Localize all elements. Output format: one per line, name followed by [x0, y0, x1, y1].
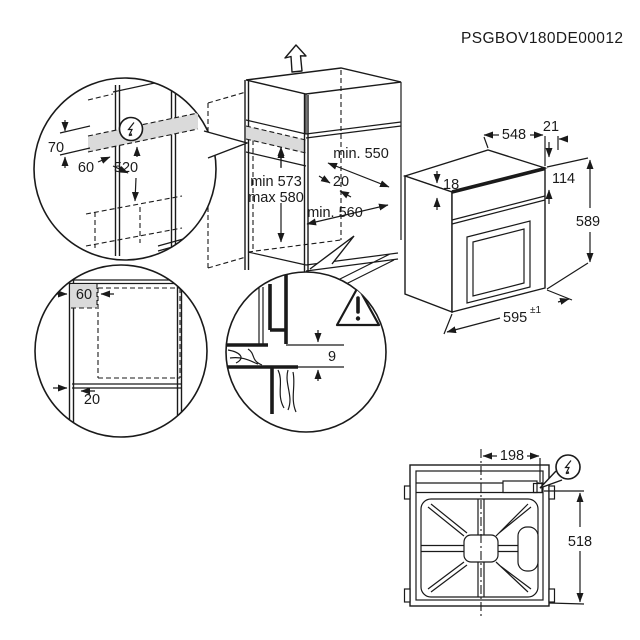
electrical-connection-callout: [539, 454, 581, 489]
dim-548: 548: [502, 127, 526, 143]
dim-9: 9: [328, 349, 336, 365]
dim-zone-bottom: 520: [114, 146, 141, 202]
document-code: PSGBOV180DE00012: [461, 30, 623, 47]
oven-rear-view: 198 518: [403, 448, 592, 618]
dim-18: 18: [443, 177, 459, 193]
dim-20: 20: [333, 174, 349, 190]
dim-oven-height: 589: [546, 157, 600, 290]
wood-panel-section: [270, 365, 298, 414]
dim-zone-height: 70: [48, 120, 91, 168]
dim-520: 520: [114, 160, 138, 176]
dim-niche-height: min 573 max 580: [248, 146, 304, 243]
dim-niche-depth-top: min. 550: [327, 146, 390, 188]
dim-595: 595: [503, 310, 527, 326]
dim-niche-depth-bottom: min. 560: [306, 203, 389, 226]
dim-70: 70: [48, 140, 64, 156]
callout-pointer: [204, 131, 247, 158]
dim-wall-thickness: 20: [318, 174, 352, 199]
rear-gap-detail: 9: [225, 235, 387, 433]
terminal-box: [502, 480, 538, 494]
warning-triangle-icon: [335, 285, 381, 327]
back-panel-embossing: [420, 498, 539, 598]
dim-20-front: 20: [84, 392, 100, 408]
dim-114: 114: [552, 171, 575, 187]
electrical-zone-detail: 70 60 520: [33, 77, 250, 261]
cabinet-isometric-view: min 573 max 580 min. 550 20 min. 560: [207, 44, 402, 312]
dim-bottom-gap: 20: [53, 384, 100, 408]
dim-top-inset: 18: [433, 171, 459, 210]
dim-518: 518: [568, 534, 592, 550]
dim-overhang: 21: [543, 119, 568, 166]
electrical-zone-strip: [246, 126, 306, 153]
oven-isometric-view: 18 548 21 114 589: [402, 119, 600, 335]
dim-589: 589: [576, 214, 600, 230]
dim-60: 60: [78, 160, 94, 176]
electrical-zone-strip-detail: [88, 113, 198, 152]
dim-595-tolerance: ±1: [530, 305, 541, 316]
dim-max-580: max 580: [248, 190, 304, 206]
dim-198: 198: [500, 448, 524, 464]
dim-min-550: min. 550: [333, 146, 389, 162]
dim-oven-depth: 548: [483, 127, 544, 149]
wood-shelf-section: [226, 343, 272, 369]
dim-rear-height: 518: [544, 490, 592, 605]
corner-zone-square: [71, 284, 97, 308]
dim-rear-gap: 9: [314, 330, 336, 381]
dim-min-573: min 573: [250, 174, 302, 190]
front-opening-detail: 60 20: [34, 264, 208, 438]
airflow-up-arrow-icon: [284, 44, 307, 73]
electrical-connection-icon: [118, 116, 144, 142]
dim-zone-offset: 60: [78, 156, 129, 176]
dim-21: 21: [543, 119, 559, 135]
dim-60-front: 60: [76, 287, 92, 303]
dim-panel-height: 114: [545, 142, 575, 204]
dim-cable-offset: 198: [482, 448, 541, 482]
dim-oven-width: 595 ±1: [443, 289, 573, 335]
